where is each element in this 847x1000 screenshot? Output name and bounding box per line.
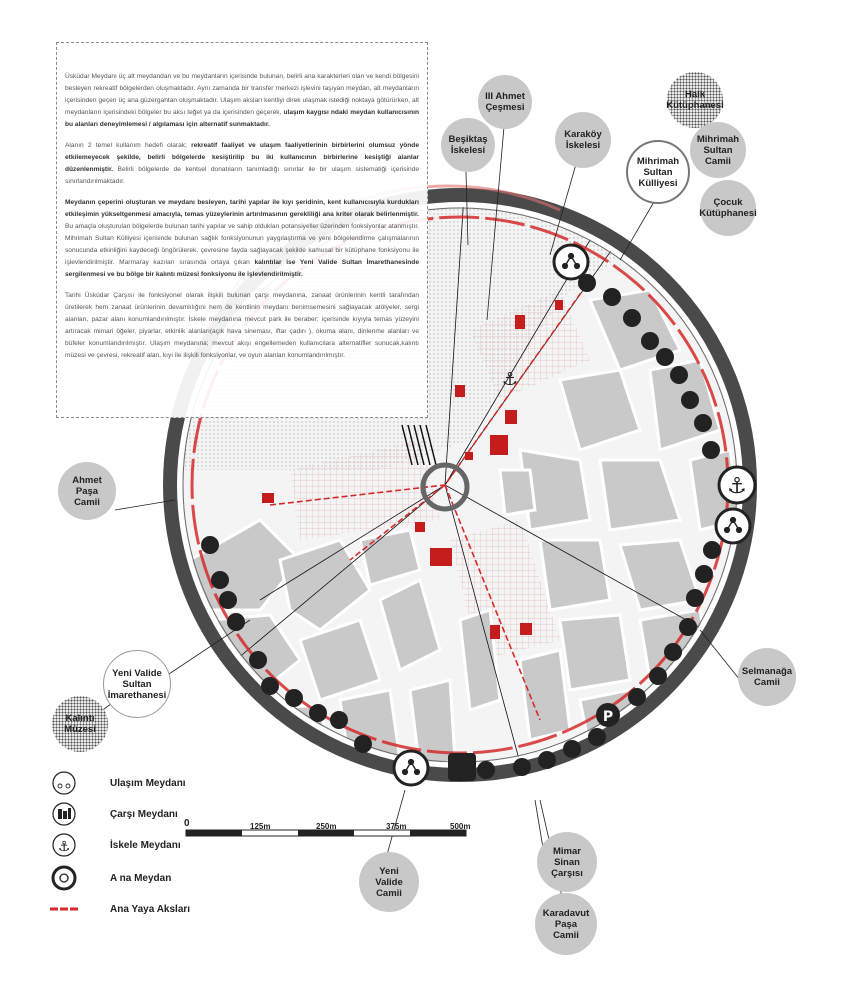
svg-text:P: P xyxy=(603,709,613,725)
label-besiktas-iskelesi: Beşiktaş İskelesi xyxy=(441,118,495,172)
label-ahmet-cesmesi: III Ahmet Çeşmesi xyxy=(478,75,532,129)
legend-ulasim: Ulaşım Meydanı xyxy=(110,778,186,789)
label-yeni-valide-camii: Yeni Valide Camii xyxy=(359,852,419,912)
label-mihrimah-camii: Mihrimah Sultan Camii xyxy=(690,122,746,178)
label-kalinti-muzesi: Kalıntı Müzesi xyxy=(52,696,108,752)
description-text: Üsküdar Meydanı üç alt meydandan ve bu m… xyxy=(65,73,419,116)
description-paragraph: Alanın 2 temel kullanım hedefi olarak; r… xyxy=(65,140,419,188)
description-text: Bu amaçla oluşturulan bölgelerde bulunan… xyxy=(65,223,419,266)
scale-tick-375: 375m xyxy=(386,822,407,831)
svg-text:⚓: ⚓ xyxy=(58,839,71,855)
ring-icons: ⚓ ⚓ P xyxy=(201,243,757,787)
description-paragraph: Üsküdar Meydanı üç alt meydandan ve bu m… xyxy=(65,71,419,131)
legend-yaya: Ana Yaya Aksları xyxy=(110,904,191,915)
label-ahmet-pasa-camii: Ahmet Paşa Camii xyxy=(58,462,116,520)
description-text: Meydanın çeperini oluşturan ve meydanı b… xyxy=(65,199,419,218)
scale-tick-500: 500m xyxy=(450,822,471,831)
label-mihrimah-kulliyesi: Mihrimah Sultan Külliyesi xyxy=(626,140,690,204)
scale-tick-0: 0 xyxy=(184,818,190,829)
legend-carsi: Çarşı Meydanı xyxy=(110,809,178,820)
description-paragraph: Tarihi Üsküdar Çarşısı ile fonksiyonel o… xyxy=(65,290,419,362)
svg-text:⚓: ⚓ xyxy=(502,369,518,390)
scale-tick-125: 125m xyxy=(250,822,271,831)
legend-symbols: ⚓ xyxy=(50,771,78,911)
description-text: Alanın 2 temel kullanım hedefi olarak; xyxy=(65,142,192,149)
description-text: Belirli bölgelerde de kentsel donatıları… xyxy=(65,166,419,185)
legend-iskele: İskele Meydanı xyxy=(110,840,181,851)
legend-ana: A na Meydan xyxy=(110,873,172,884)
description-box: Üsküdar Meydanı üç alt meydandan ve bu m… xyxy=(56,42,428,418)
description-text: kalıntılar ise Yeni Valide Sultan İmaret… xyxy=(65,259,419,278)
label-karakoy-iskelesi: Karaköy İskelesi xyxy=(555,112,611,168)
svg-text:⚓: ⚓ xyxy=(727,474,747,499)
description-text: ulaşım kaygısı ndaki meydan kullanıcısın… xyxy=(65,109,419,128)
label-halk-kutuphanesi: Halk Kütüphanesi xyxy=(666,72,724,128)
description-text: Tarihi Üsküdar Çarşısı ile fonksiyonel o… xyxy=(65,292,419,359)
label-cocuk-kutuphanesi: Çocuk Kütüphanesi xyxy=(699,180,757,236)
label-selmanaga-camii: Selmanağa Camii xyxy=(738,648,796,706)
scale-bar xyxy=(185,829,467,837)
center-node xyxy=(420,462,470,512)
scale-tick-250: 250m xyxy=(316,822,337,831)
label-karadavut-pasa-camii: Karadavut Paşa Camii xyxy=(535,893,597,955)
label-yeni-valide-imarethanesi: Yeni Valide Sultan İmarethanesi xyxy=(103,650,171,718)
description-paragraph: Meydanın çeperini oluşturan ve meydanı b… xyxy=(65,197,419,281)
label-mimar-sinan-carsisi: Mimar Sinan Çarşısı xyxy=(537,832,597,892)
description-text: rekreatif faaliyet ve ulaşım faaliyetler… xyxy=(65,142,419,173)
